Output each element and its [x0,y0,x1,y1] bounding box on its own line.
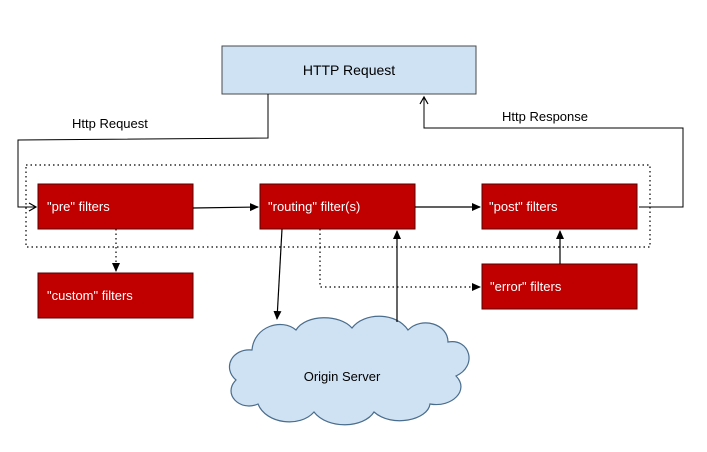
filter-group-boundary [25,164,651,248]
routing-filters-label: "routing" filter(s) [268,199,360,214]
routing-to-error-dotted-arrow [319,229,481,291]
http-request-box [221,45,477,95]
routing-to-origin-arrow [273,228,283,320]
post-filters-box [481,183,638,230]
http-request-edge-label: Http Request [72,116,148,131]
http-request-edge [17,94,269,212]
custom-filters-box [37,272,194,319]
pre-filters-box [37,183,194,230]
http-response-edge-label: Http Response [502,109,588,124]
http-request-box-label: HTTP Request [303,62,395,78]
pre-filters-label: "pre" filters [47,199,110,214]
origin-server-cloud [229,315,470,426]
routing-filters-box [259,183,416,230]
http-response-edge [419,95,684,208]
pre-to-routing-arrow [192,203,259,212]
post-filters-label: "post" filters [489,199,558,214]
custom-filters-label: "custom" filters [47,288,133,303]
error-filters-label: "error" filters [490,279,562,294]
origin-server-label: Origin Server [304,369,381,384]
